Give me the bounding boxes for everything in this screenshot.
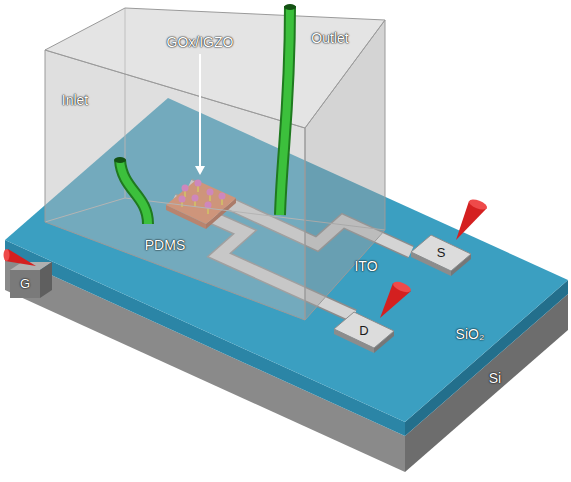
gate-block-side <box>40 262 52 298</box>
terminal-label: S <box>437 245 446 261</box>
probe-tip <box>5 249 36 266</box>
tube-opening <box>114 157 126 163</box>
probe-base <box>468 197 489 211</box>
inlet-tube-outline <box>120 160 148 224</box>
label-gox-igzo: GOx/IGZO <box>167 34 234 50</box>
outlet-tube-outline <box>280 6 290 215</box>
label-outlet: Outlet <box>311 30 348 46</box>
terminal-label: D <box>359 323 368 339</box>
source-pad <box>411 235 471 271</box>
probe-base <box>392 280 413 295</box>
outlet-tube <box>280 6 290 215</box>
probe-base <box>4 249 10 261</box>
drain-pad <box>334 312 394 348</box>
inlet-tube <box>120 160 148 224</box>
label-inlet: Inlet <box>62 92 88 108</box>
gate-block-front <box>10 270 40 298</box>
terminal-label: G <box>20 276 30 292</box>
pointer-arrow <box>199 54 201 167</box>
label-pdms: PDMS <box>145 237 185 253</box>
layer-label: Si <box>489 370 501 386</box>
pointer-head <box>195 166 205 175</box>
pdms-top-face <box>45 8 385 128</box>
layer-label: SiO₂ <box>456 326 485 342</box>
label-ito: ITO <box>354 258 377 274</box>
tube-opening <box>284 4 296 10</box>
